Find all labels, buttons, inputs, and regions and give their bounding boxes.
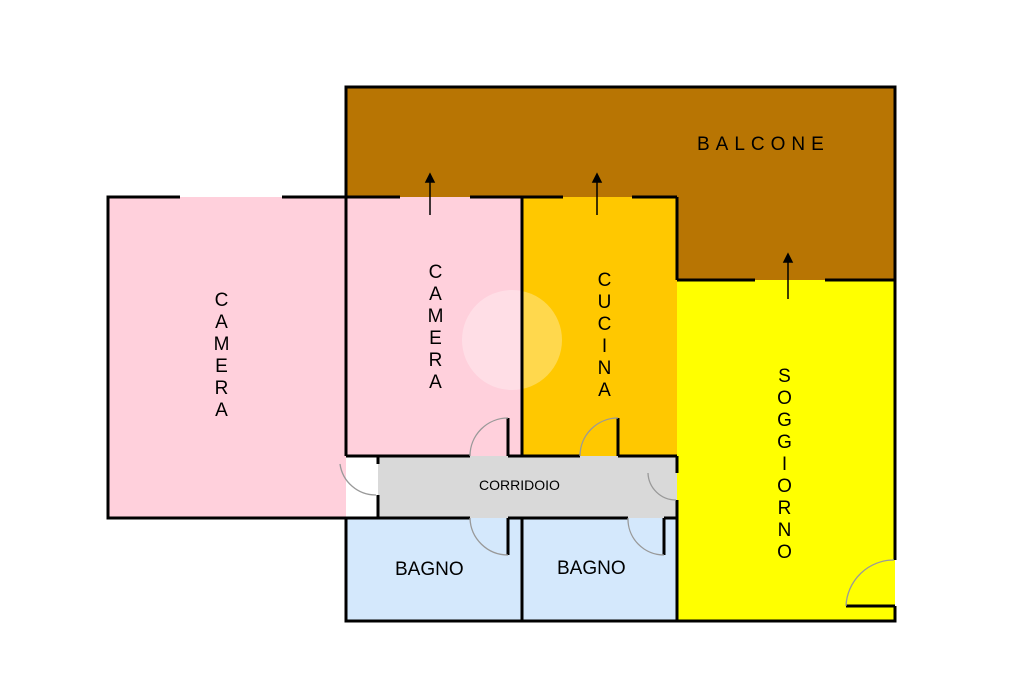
room-cucina [522,197,677,456]
label-cucina: CUCINA [594,270,615,402]
room-soggiorno [677,280,895,621]
window-arrows [424,172,794,299]
label-balcone: BALCONE [697,134,830,155]
label-bagno-left: BAGNO [395,559,464,580]
room-camera-left [108,197,346,518]
label-corridoio: CORRIDOIO [479,477,560,493]
room-bagno-right [522,518,677,621]
room-camera-mid [346,197,522,456]
label-camera-mid: CAMERA [425,262,446,394]
label-camera-left: CAMERA [211,290,232,422]
label-bagno-right: BAGNO [557,558,626,579]
walls [106,85,897,623]
label-soggiorno: SOGGIORNO [774,366,795,564]
room-corridoio [378,456,677,518]
room-bagno-left [346,518,522,621]
watermark [462,290,562,390]
doors [339,417,895,607]
